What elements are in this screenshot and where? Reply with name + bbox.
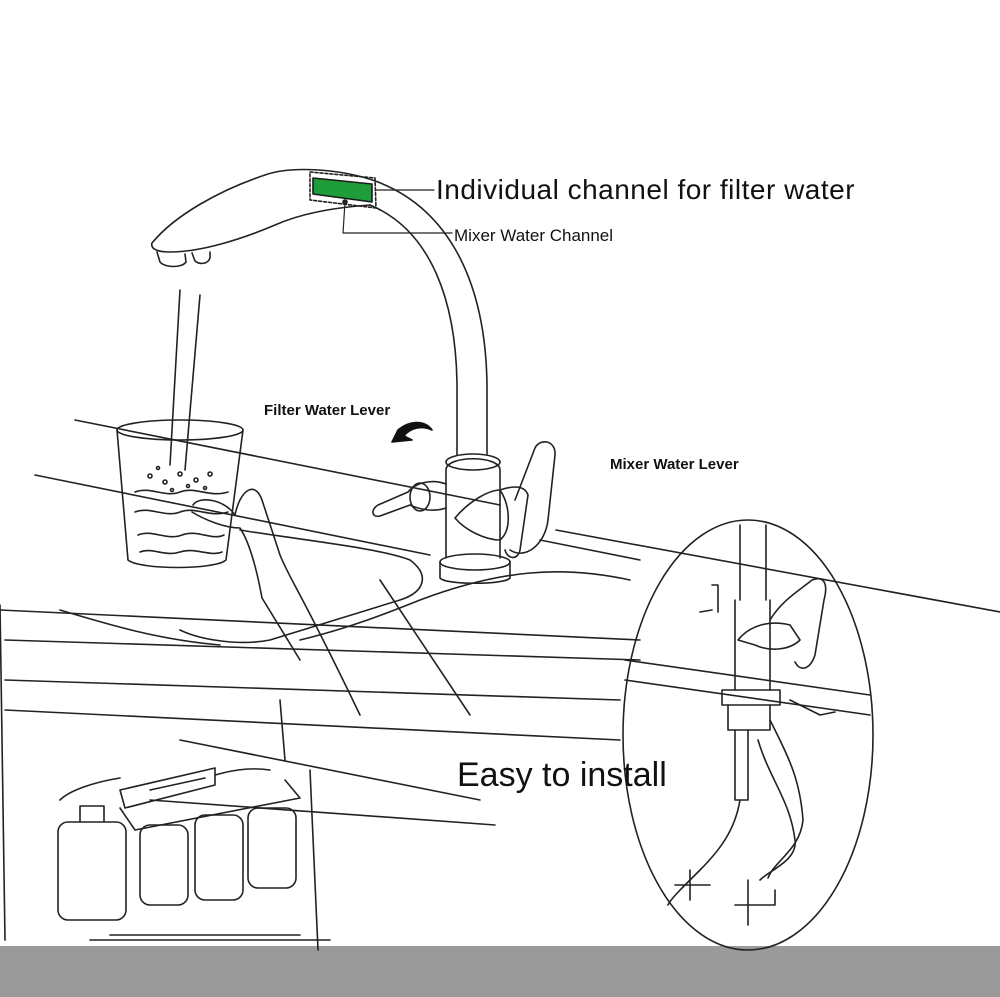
filter-system — [57, 767, 331, 941]
glass — [116, 419, 244, 569]
label-filter-channel: Individual channel for filter water — [436, 174, 856, 205]
label-filter-lever: Filter Water Lever — [264, 402, 391, 419]
leader-lines — [342, 189, 453, 234]
rotate-arrow-icon — [391, 421, 433, 443]
label-mixer-lever: Mixer Water Lever — [610, 456, 739, 473]
sink-basin — [59, 529, 631, 646]
label-easy-install: Easy to install — [457, 756, 667, 794]
hand — [191, 488, 471, 716]
water-stream — [169, 289, 201, 471]
install-inset — [622, 519, 874, 951]
faucet — [150, 168, 556, 584]
label-mixer-channel: Mixer Water Channel — [454, 226, 614, 245]
floor — [0, 946, 1000, 997]
